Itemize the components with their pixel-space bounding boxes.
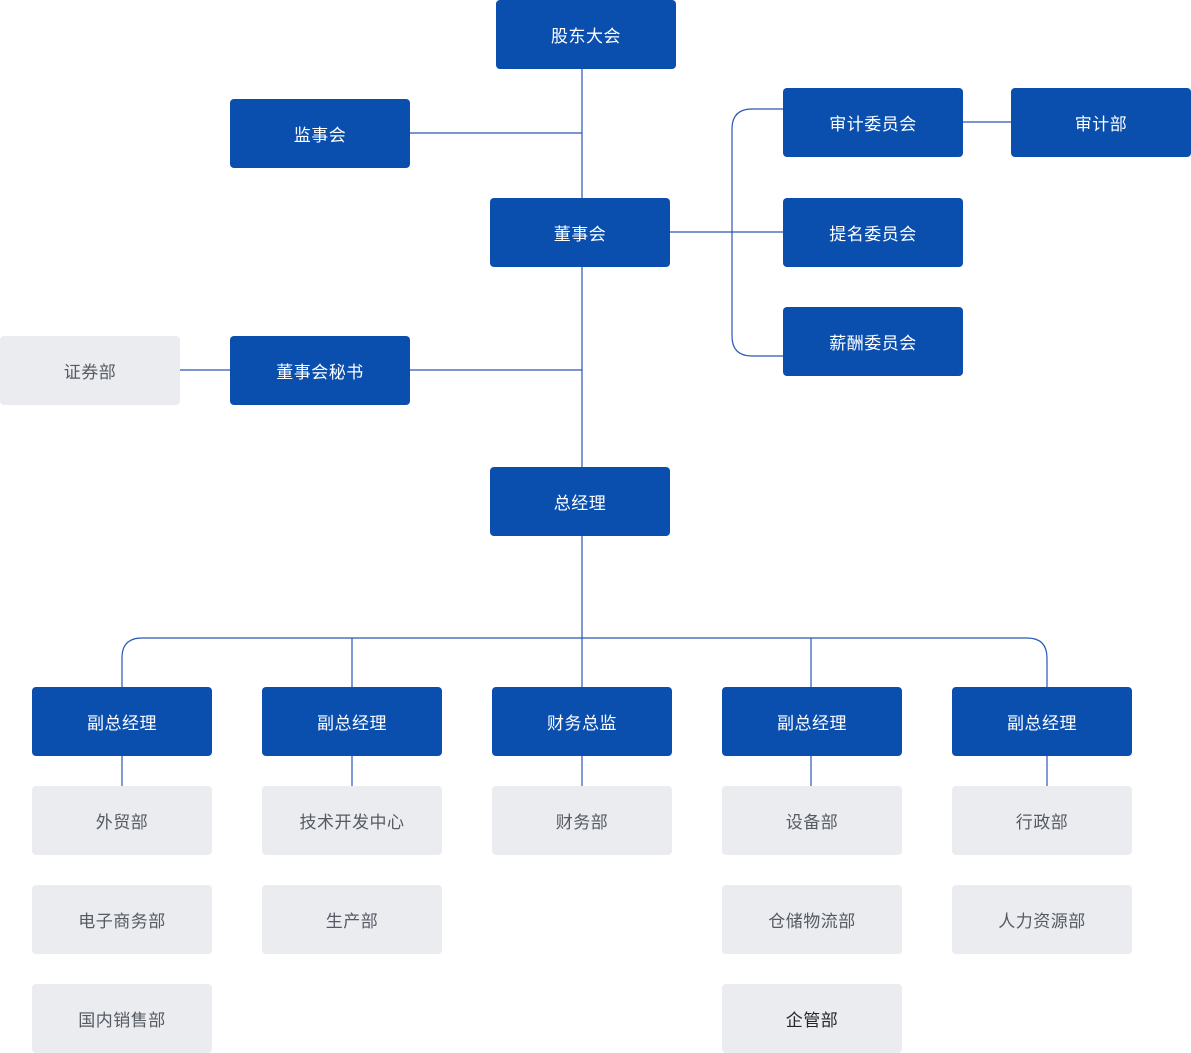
node-equipment-department: 设备部 [722, 786, 902, 855]
node-securities-department: 证券部 [0, 336, 180, 405]
node-supervisory-board: 监事会 [230, 99, 410, 168]
node-tech-development-center: 技术开发中心 [262, 786, 442, 855]
node-enterprise-management-department: 企管部 [722, 984, 902, 1053]
node-finance-department: 财务部 [492, 786, 672, 855]
node-general-manager: 总经理 [490, 467, 670, 536]
node-board-secretary: 董事会秘书 [230, 336, 410, 405]
node-deputy-gm-3: 副总经理 [722, 687, 902, 756]
node-audit-committee: 审计委员会 [783, 88, 963, 157]
node-domestic-sales-department: 国内销售部 [32, 984, 212, 1053]
node-deputy-gm-1: 副总经理 [32, 687, 212, 756]
node-deputy-gm-4: 副总经理 [952, 687, 1132, 756]
node-deputy-gm-2: 副总经理 [262, 687, 442, 756]
node-administration-department: 行政部 [952, 786, 1132, 855]
node-ecommerce-department: 电子商务部 [32, 885, 212, 954]
node-finance-director: 财务总监 [492, 687, 672, 756]
node-audit-department: 审计部 [1011, 88, 1191, 157]
node-warehouse-logistics-department: 仓储物流部 [722, 885, 902, 954]
node-hr-department: 人力资源部 [952, 885, 1132, 954]
node-foreign-trade-department: 外贸部 [32, 786, 212, 855]
node-production-department: 生产部 [262, 885, 442, 954]
node-nomination-committee: 提名委员会 [783, 198, 963, 267]
node-shareholders-meeting: 股东大会 [496, 0, 676, 69]
committee-bracket [731, 108, 783, 357]
node-remuneration-committee: 薪酬委员会 [783, 307, 963, 376]
distribution-bar [121, 637, 1048, 687]
node-board-of-directors: 董事会 [490, 198, 670, 267]
